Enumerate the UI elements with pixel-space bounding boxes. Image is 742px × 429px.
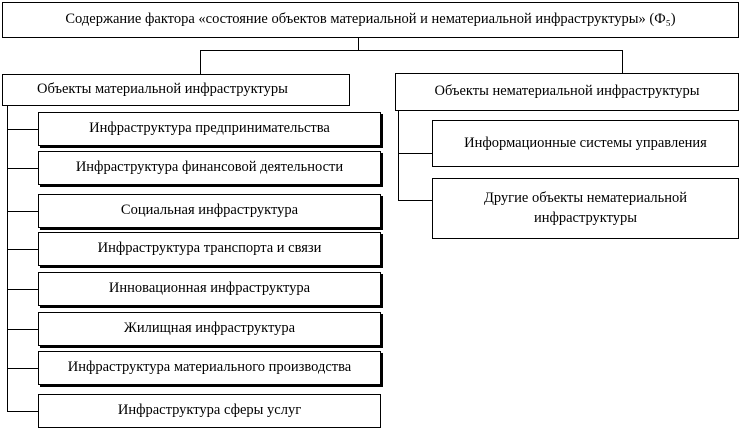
material-item-connector: [7, 411, 38, 412]
material-item-label: Жилищная инфраструктура: [123, 320, 296, 337]
nonmaterial-spine: [398, 111, 399, 201]
material-item-label: Социальная инфраструктура: [120, 202, 299, 219]
material-item-box: Инновационная инфраструктура: [38, 272, 381, 306]
root-connector-vertical: [358, 38, 359, 50]
material-heading-label: Объекты материальной инфраструктуры: [37, 81, 288, 98]
material-item-connector: [7, 168, 38, 169]
nonmaterial-item-connector: [398, 153, 432, 154]
material-item-box: Жилищная инфраструктура: [38, 312, 381, 346]
material-item-box: Инфраструктура материального производств…: [38, 351, 381, 385]
nonmaterial-item-connector: [398, 200, 432, 201]
material-item-box: Инфраструктура финансовой деятельности: [38, 151, 381, 185]
nonmaterial-connector-vertical: [622, 50, 623, 74]
material-item-label: Инфраструктура финансовой деятельности: [75, 159, 344, 176]
material-item-label: Инфраструктура предпринимательства: [89, 120, 330, 137]
nonmaterial-heading-box: Объекты нематериальной инфраструктуры: [395, 73, 739, 111]
material-item-connector: [7, 289, 38, 290]
material-item-connector: [7, 329, 38, 330]
material-heading-box: Объекты материальной инфраструктуры: [2, 74, 350, 106]
material-item-box: Инфраструктура сферы услуг: [38, 394, 381, 428]
material-item-box: Социальная инфраструктура: [38, 194, 381, 228]
material-item-box: Инфраструктура транспорта и связи: [38, 232, 381, 266]
material-item-label: Инфраструктура транспорта и связи: [97, 240, 322, 257]
material-item-label: Инфраструктура сферы услуг: [117, 402, 302, 419]
nonmaterial-item-label: Информационные системы управления: [464, 134, 707, 151]
material-item-connector: [7, 368, 38, 369]
material-item-box: Инфраструктура предпринимательства: [38, 112, 381, 146]
material-item-connector: [7, 129, 38, 130]
material-spine: [7, 106, 8, 412]
material-item-label: Инфраструктура материального производств…: [67, 359, 352, 376]
root-label: Содержание фактора «состояние объектов м…: [65, 11, 676, 28]
material-item-connector: [7, 249, 38, 250]
material-item-connector: [7, 211, 38, 212]
material-connector-vertical: [200, 50, 201, 74]
material-item-label: Инновационная инфраструктура: [108, 280, 311, 297]
nonmaterial-item-box: Информационные системы управления: [432, 120, 739, 167]
nonmaterial-item-box: Другие объекты нематериальной инфраструк…: [432, 178, 739, 239]
nonmaterial-item-label: Другие объекты нематериальной инфраструк…: [483, 189, 688, 226]
nonmaterial-heading-label: Объекты нематериальной инфраструктуры: [434, 83, 700, 100]
root-box: Содержание фактора «состояние объектов м…: [2, 2, 739, 38]
root-connector-horizontal: [200, 50, 623, 51]
